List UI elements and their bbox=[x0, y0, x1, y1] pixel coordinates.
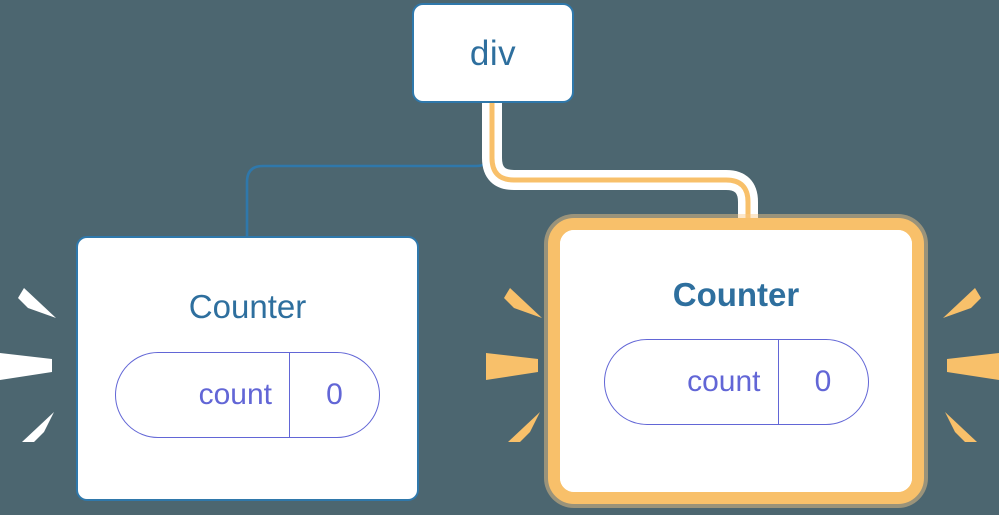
node-div-label: div bbox=[469, 33, 517, 73]
state-key-right: count bbox=[605, 340, 779, 424]
state-capsule-left[interactable]: count 0 bbox=[115, 352, 380, 438]
rays-counter-left-white bbox=[0, 288, 56, 442]
ray-white-bottom bbox=[22, 412, 54, 442]
node-counter-left[interactable]: Counter count 0 bbox=[76, 236, 419, 501]
node-counter-right-title: Counter bbox=[672, 276, 800, 313]
node-div[interactable]: div bbox=[412, 3, 574, 103]
ray-orange-right-top bbox=[943, 288, 981, 318]
ray-orange-left-bottom bbox=[508, 412, 540, 442]
ray-white-middle bbox=[0, 353, 52, 380]
state-value-right: 0 bbox=[814, 365, 832, 398]
rays-counter-right-left-orange bbox=[486, 288, 542, 442]
node-counter-right[interactable]: Counter count 0 bbox=[560, 230, 912, 492]
node-counter-right-highlight-ring: Counter count 0 bbox=[548, 218, 924, 504]
ray-orange-right-middle bbox=[947, 353, 999, 380]
edge-div-to-counter-left bbox=[245, 101, 494, 238]
rays-counter-right-right-orange bbox=[943, 288, 999, 442]
edge-div-to-counter-right-halo bbox=[482, 103, 758, 230]
ray-white-top bbox=[18, 288, 56, 318]
ray-orange-left-top bbox=[504, 288, 542, 318]
edge-div-to-counter-right bbox=[489, 103, 751, 230]
node-counter-left-title: Counter bbox=[188, 288, 307, 325]
ray-orange-right-bottom bbox=[945, 412, 977, 442]
state-capsule-right[interactable]: count 0 bbox=[603, 339, 869, 425]
ray-orange-left-middle bbox=[486, 353, 538, 380]
state-key-left: count bbox=[116, 353, 290, 437]
state-value-left: 0 bbox=[326, 378, 343, 411]
